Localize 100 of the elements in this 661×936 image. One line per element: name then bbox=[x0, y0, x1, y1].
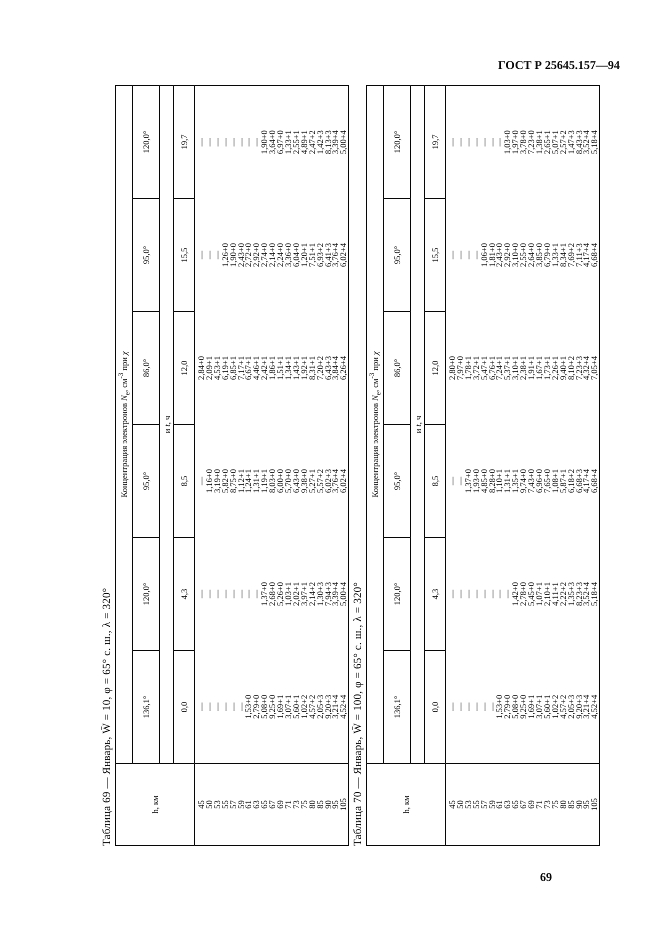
data-value: — bbox=[238, 588, 246, 600]
data-value: 2,05+3 bbox=[316, 650, 324, 764]
data-value: 1,53+0 bbox=[245, 650, 254, 764]
data-value: 1,47+3 bbox=[568, 85, 576, 198]
data-value: 1,97+0 bbox=[512, 85, 520, 198]
data-value: 1,92+1 bbox=[300, 355, 309, 382]
data-value: 1,78+1 bbox=[464, 355, 473, 382]
height-value: 67 bbox=[520, 764, 528, 846]
data-value: 6,18+2 bbox=[568, 468, 576, 495]
data-value: 4,85+0 bbox=[480, 468, 489, 495]
data-value: 5,47+1 bbox=[480, 355, 489, 382]
height-value: 105 bbox=[340, 764, 349, 846]
height-value: 67 bbox=[269, 764, 278, 846]
data-value: 2,72+0 bbox=[245, 242, 254, 269]
data-value: 6,68+3 bbox=[576, 468, 584, 495]
data-value: 2,22+2 bbox=[560, 581, 568, 608]
data-value: — bbox=[206, 650, 214, 764]
data-value: 3,52+4 bbox=[583, 581, 592, 608]
data-value: — bbox=[496, 85, 504, 198]
data-value: — bbox=[446, 424, 457, 538]
column-header: 8,5 bbox=[174, 424, 194, 538]
data-value: 3,21+4 bbox=[332, 650, 340, 764]
data-value: 2,78+0 bbox=[520, 581, 528, 608]
height-value: 61 bbox=[496, 764, 504, 846]
height-value: 53 bbox=[214, 764, 222, 846]
data-value: — bbox=[194, 650, 206, 764]
data-value: 3,78+0 bbox=[520, 85, 528, 198]
data-value: 8,23+3 bbox=[576, 581, 584, 608]
page-number: 69 bbox=[540, 870, 552, 885]
data-value: 3,76+4 bbox=[332, 468, 340, 495]
data-value: 1,24+1 bbox=[245, 468, 254, 495]
data-value: — bbox=[456, 250, 465, 262]
data-value: 6,02+4 bbox=[340, 424, 349, 538]
height-value: 71 bbox=[536, 764, 544, 846]
data-value: 1,33+1 bbox=[552, 242, 560, 269]
data-value: — bbox=[206, 85, 214, 198]
data-value: 7,11+3 bbox=[576, 242, 584, 269]
data-value: 8,34+1 bbox=[560, 242, 568, 269]
data-value: 7,43+0 bbox=[528, 468, 536, 495]
column-header: h, км bbox=[366, 764, 446, 846]
data-value: 2,42+1 bbox=[261, 355, 270, 382]
data-value: 1,93+0 bbox=[472, 468, 481, 495]
data-value: — bbox=[456, 650, 465, 764]
data-value: 8,28+0 bbox=[488, 468, 496, 495]
height-value: 65 bbox=[512, 764, 520, 846]
data-value: 5,82+0 bbox=[222, 468, 230, 495]
data-value: 6,02+4 bbox=[340, 198, 349, 312]
data-value: 6,97+0 bbox=[277, 85, 285, 198]
height-value: 73 bbox=[544, 764, 552, 846]
data-value: 5,07+1 bbox=[552, 85, 560, 198]
height-value: 85 bbox=[316, 764, 324, 846]
data-value: 7,20+2 bbox=[316, 355, 324, 382]
data-value: 3,36+0 bbox=[284, 242, 293, 269]
data-value: — bbox=[194, 538, 206, 650]
column-header: 95,0° bbox=[132, 424, 160, 538]
height-value: 71 bbox=[284, 764, 293, 846]
height-value: 69 bbox=[528, 764, 536, 846]
data-value: 7,23+3 bbox=[576, 355, 584, 382]
data-value: — bbox=[464, 85, 473, 198]
data-value: — bbox=[446, 650, 457, 764]
column-header: 15,5 bbox=[174, 198, 194, 312]
data-value: 1,90+0 bbox=[230, 242, 238, 269]
data-value: 9,74+0 bbox=[520, 468, 528, 495]
column-header: 95,0° bbox=[132, 198, 160, 312]
height-value: 55 bbox=[222, 764, 230, 846]
height-value: 63 bbox=[504, 764, 512, 846]
column-header: 4,3 bbox=[174, 538, 194, 650]
column-header: 120,0° bbox=[132, 538, 160, 650]
data-value: — bbox=[222, 650, 230, 764]
data-value: — bbox=[194, 85, 206, 198]
column-header: 86,0° bbox=[132, 312, 160, 424]
data-value: 2,80+0 bbox=[446, 312, 457, 424]
data-value: — bbox=[253, 538, 262, 650]
data-value: — bbox=[488, 588, 496, 600]
column-header: h, км bbox=[116, 764, 194, 846]
data-value: 4,57+2 bbox=[560, 650, 568, 764]
data-value: 3,07+1 bbox=[536, 650, 544, 764]
data-value: 3,39+4 bbox=[332, 85, 340, 198]
data-value: 2,14+0 bbox=[269, 242, 278, 269]
data-value: 9,20+3 bbox=[576, 650, 584, 764]
data-value: 1,53+0 bbox=[496, 650, 504, 764]
data-value: — bbox=[496, 588, 504, 600]
data-value: 1,90+0 bbox=[261, 85, 270, 198]
height-value: 69 bbox=[277, 764, 285, 846]
data-value: 1,69+1 bbox=[528, 650, 536, 764]
column-header: 12,0 bbox=[174, 312, 194, 424]
column-header: 95,0° bbox=[384, 424, 410, 538]
data-value: 6,02+3 bbox=[324, 468, 332, 495]
data-value: 7,23+0 bbox=[528, 85, 536, 198]
data-value: 1,73+1 bbox=[544, 355, 552, 382]
data-value: 7,65+0 bbox=[544, 468, 552, 495]
data-value: — bbox=[472, 85, 481, 198]
data-value: 2,79+0 bbox=[253, 650, 262, 764]
data-value: 5,60+1 bbox=[292, 650, 301, 764]
data-value: — bbox=[472, 588, 481, 600]
data-value: 2,02+1 bbox=[292, 581, 301, 608]
data-value: 2,92+0 bbox=[253, 242, 262, 269]
data-value: — bbox=[464, 588, 473, 600]
data-value: 5,00+4 bbox=[340, 538, 349, 650]
height-value: 59 bbox=[238, 764, 246, 846]
